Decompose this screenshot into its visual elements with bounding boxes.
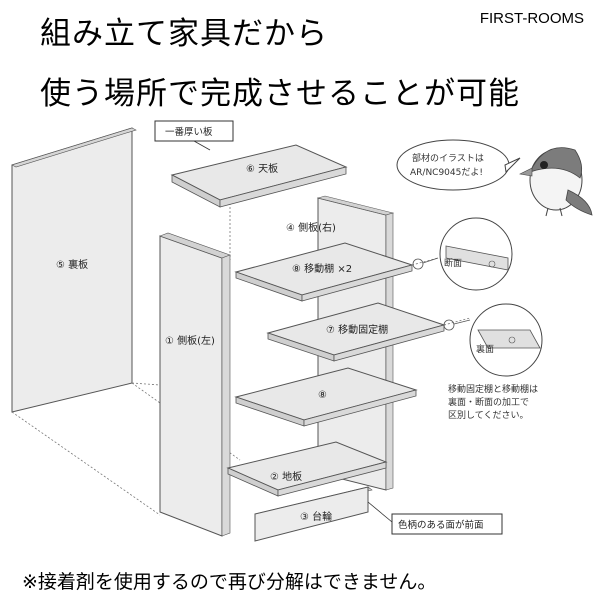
movable-shelf: ⑧ 移動棚 ×2 [234,242,414,302]
shelf-8-label: ⑧ [318,390,327,401]
headline-line-2: 使う場所で完成させることが可能 [40,76,520,112]
thickest-board-tag: 一番厚い板 [154,120,234,151]
back-board: ⑤ 裏板 [11,127,137,413]
svg-text:部材のイラストは: 部材のイラストは [412,152,484,164]
fixed-shelf-label: ⑦ 移動固定棚 [326,323,388,336]
shelf-distinction-note: 移動固定棚と移動棚は 裏面・断面の加工で 区別してください。 [448,383,538,421]
svg-text:一番厚い板: 一番厚い板 [165,126,213,138]
bird-speech-bubble: 部材のイラストは AR/NC9045だよ! [396,139,521,191]
side-left-label: ① 側板(左) [165,334,215,347]
headline-line-1: 組み立て家具だから [40,16,328,52]
bird-mascot-icon [519,147,593,217]
underside-callout: 裏面 [443,303,543,377]
footer-note: ※接着剤を使用するので再び分解はできません。 [22,571,437,593]
bottom-board: ② 地板 [226,441,388,497]
svg-text:色柄のある面が前面: 色柄のある面が前面 [398,519,484,531]
back-board-label: ⑤ 裏板 [56,258,88,271]
shelf-8: ⑧ [234,367,418,427]
top-board-label: ⑥ 天板 [246,162,278,175]
top-board: ⑥ 天板 [170,144,348,208]
svg-text:裏面・断面の加工で: 裏面・断面の加工で [448,396,529,408]
brand-name: FIRST-ROOMS [479,10,584,27]
side-right-label: ④ 側板(右) [286,221,336,234]
svg-text:AR/NC9045だよ!: AR/NC9045だよ! [410,167,483,178]
base-label: ③ 台輪 [300,510,332,523]
svg-text:移動固定棚と移動棚は: 移動固定棚と移動棚は [448,383,538,395]
movable-shelf-label: ⑧ 移動棚 ×2 [292,262,352,275]
front-face-tag: 色柄のある面が前面 [367,501,503,535]
bottom-board-label: ② 地板 [270,470,302,483]
fixed-shelf: ⑦ 移動固定棚 [266,302,446,362]
section-callout: 断面 [412,217,513,291]
base-board: ③ 台輪 [254,486,373,542]
svg-text:区別してください。: 区別してください。 [448,410,528,421]
svg-text:裏面: 裏面 [476,343,494,355]
side-board-left: ① 側板(左) [159,232,231,537]
svg-text:断面: 断面 [444,257,462,269]
